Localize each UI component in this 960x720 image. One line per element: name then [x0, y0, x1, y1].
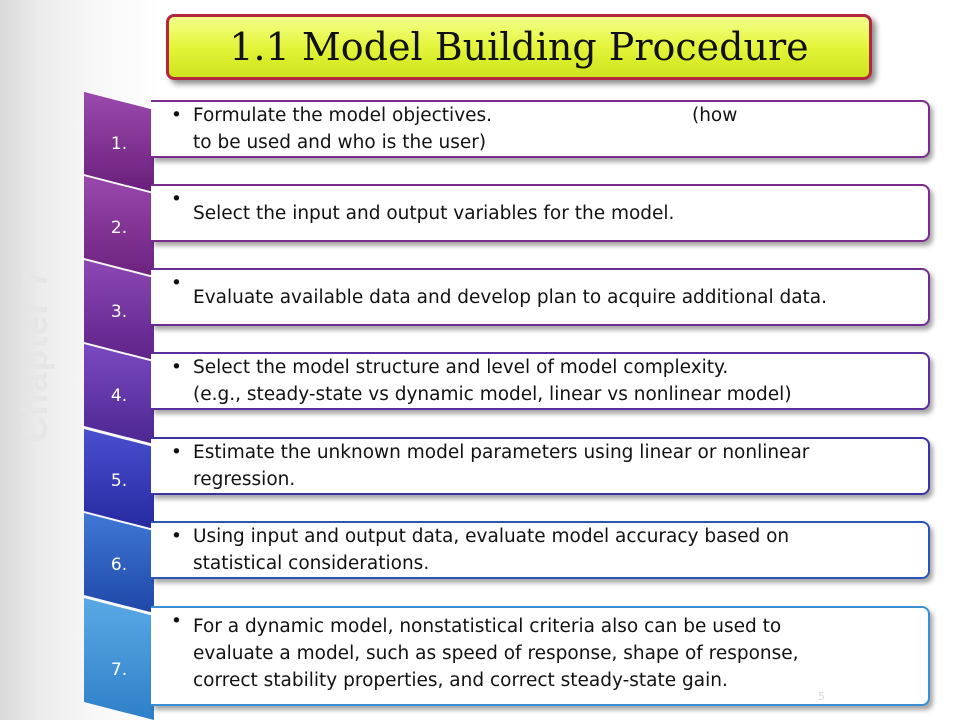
step-6-number: 6. — [110, 555, 128, 575]
step-4-number: 4. — [110, 386, 128, 406]
step-1-number: 1. — [110, 134, 128, 154]
step-2-number: 2. — [110, 218, 128, 238]
step-7-text: For a dynamic model, nonstatistical crit… — [171, 608, 920, 694]
title-banner: 1.1 Model Building Procedure — [166, 14, 872, 80]
step-1-chevron — [84, 92, 154, 192]
step-5-chevron — [84, 429, 154, 529]
step-3-text: Evaluate available data and develop plan… — [171, 270, 920, 311]
step-7-chevron — [84, 598, 154, 720]
step-7-box: For a dynamic model, nonstatistical crit… — [151, 606, 930, 706]
slide-title: 1.1 Model Building Procedure — [229, 25, 809, 69]
step-4-text: Select the model structure and level of … — [171, 354, 920, 408]
step-5-text: Estimate the unknown model parameters us… — [171, 439, 920, 493]
step-5-number: 5. — [110, 471, 128, 491]
chapter-label: Chapter 7 — [14, 267, 55, 443]
step-5-box: Estimate the unknown model parameters us… — [151, 437, 930, 495]
step-6-chevron — [84, 513, 154, 613]
step-2-chevron — [84, 176, 154, 276]
step-4-box: Select the model structure and level of … — [151, 352, 930, 410]
step-1-box: Formulate the model objectives. (how to … — [151, 100, 930, 158]
step-6-text: Using input and output data, evaluate mo… — [171, 523, 920, 577]
step-3-number: 3. — [110, 302, 128, 322]
page-number: 5 — [818, 690, 825, 703]
step-2-box: Select the input and output variables fo… — [151, 184, 930, 242]
step-4-chevron — [84, 344, 154, 444]
step-7-number: 7. — [110, 660, 128, 680]
step-3-chevron — [84, 260, 154, 360]
step-1-text: Formulate the model objectives. (how to … — [171, 102, 920, 156]
step-2-text: Select the input and output variables fo… — [171, 186, 920, 227]
step-3-box: Evaluate available data and develop plan… — [151, 268, 930, 326]
step-6-box: Using input and output data, evaluate mo… — [151, 521, 930, 579]
